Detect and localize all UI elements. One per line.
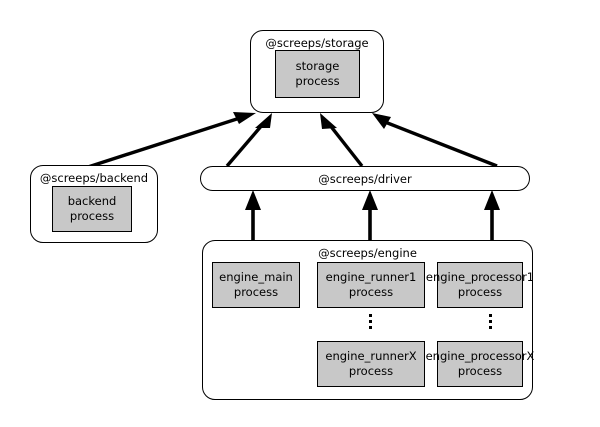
ellipsis-runner-column xyxy=(369,314,372,329)
process-engine-processorX[interactable]: engine_processorX process xyxy=(426,341,534,387)
process-engine-main-line2: process xyxy=(233,285,279,299)
package-driver[interactable]: @screeps/driver xyxy=(200,166,530,191)
process-engine-main[interactable]: engine_main process xyxy=(212,262,300,308)
process-storage-line1: storage xyxy=(295,59,340,73)
edge-driver-to-storage-mid xyxy=(320,113,364,168)
process-engine-runner1[interactable]: engine_runner1 process xyxy=(317,262,425,308)
package-backend-title: @screeps/backend xyxy=(39,171,149,185)
process-storage-line2: process xyxy=(295,74,340,88)
edge-driver-to-storage-right xyxy=(372,113,498,168)
process-engine-runnerX-line2: process xyxy=(348,364,394,378)
process-engine-processor1[interactable]: engine_processor1 process xyxy=(426,262,534,308)
edge-driver-to-storage-left xyxy=(225,113,272,168)
process-engine-processorX-line2: process xyxy=(457,364,503,378)
process-engine-main-line1: engine_main xyxy=(219,270,293,284)
process-backend-line1: backend xyxy=(67,194,117,208)
process-engine-processorX-line1: engine_processorX xyxy=(425,349,535,363)
process-engine-runner1-line2: process xyxy=(348,285,394,299)
edge-backend-to-storage xyxy=(87,112,256,169)
process-backend[interactable]: backend process xyxy=(52,186,132,232)
ellipsis-processor-column xyxy=(489,314,492,329)
process-engine-runnerX[interactable]: engine_runnerX process xyxy=(317,341,425,387)
process-engine-processor1-line1: engine_processor1 xyxy=(425,270,535,284)
edge-engine-to-driver-mid xyxy=(362,190,378,240)
package-engine-title: @screeps/engine xyxy=(318,246,417,260)
process-storage[interactable]: storage process xyxy=(275,50,360,98)
edge-engine-to-driver-left xyxy=(245,190,261,240)
package-driver-title: @screeps/driver xyxy=(318,171,412,186)
package-storage-title: @screeps/storage xyxy=(265,36,369,50)
process-engine-runnerX-line1: engine_runnerX xyxy=(325,349,417,363)
process-backend-line2: process xyxy=(69,209,115,223)
process-engine-processor1-line2: process xyxy=(457,285,503,299)
edge-engine-to-driver-right xyxy=(484,190,500,240)
process-engine-runner1-line1: engine_runner1 xyxy=(325,270,417,284)
